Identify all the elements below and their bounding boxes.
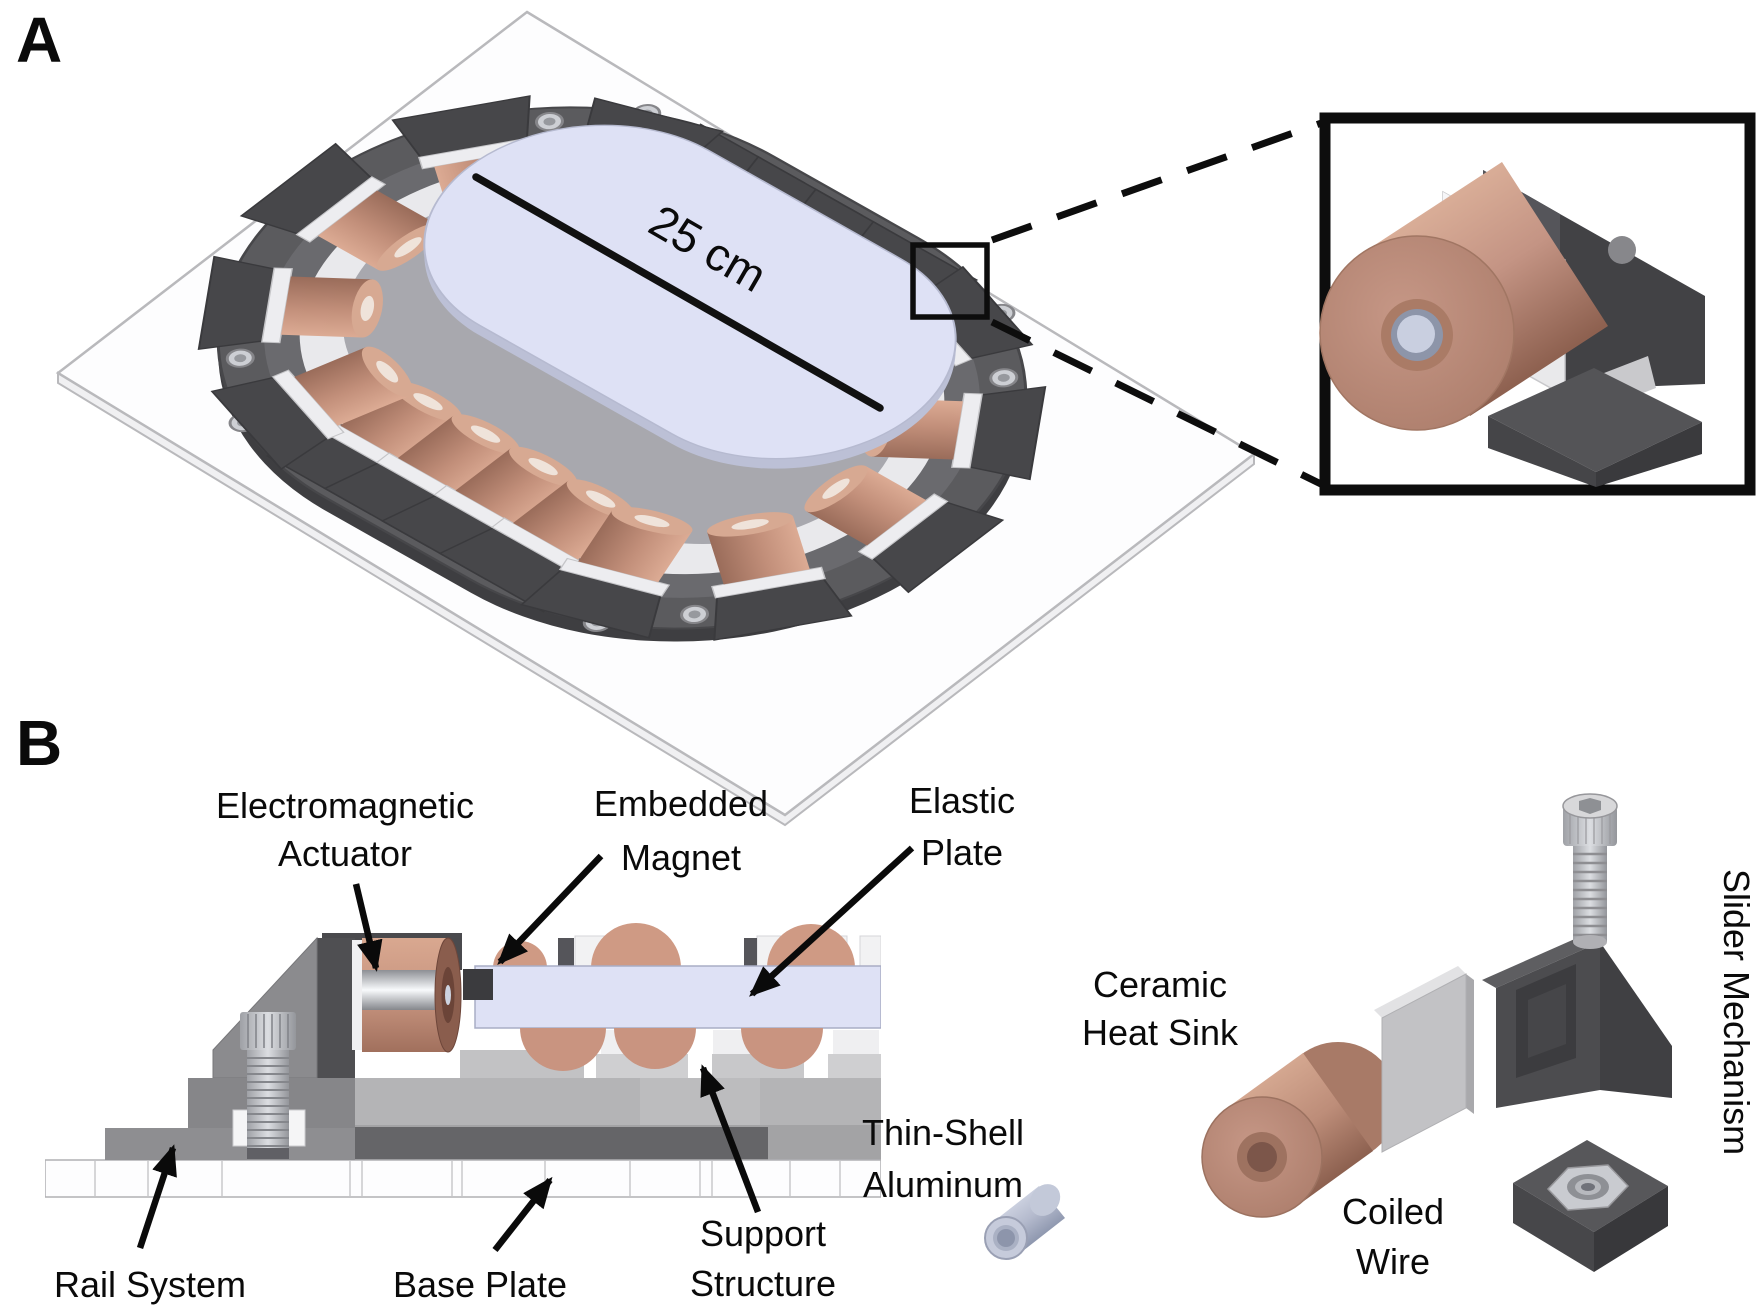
actuator-coil-hole xyxy=(470,425,501,443)
arrow-embedded-magnet xyxy=(497,853,604,965)
actuator-unit xyxy=(239,142,440,271)
actuator-coil-hole xyxy=(634,515,670,528)
near-coil xyxy=(741,1028,823,1069)
far-coil xyxy=(767,924,855,968)
coiled-wire-part xyxy=(1201,1042,1398,1218)
label-embedded-magnet-2: Magnet xyxy=(621,837,741,878)
actuator-coil-hole xyxy=(731,519,769,530)
actuator-coil-hole xyxy=(360,295,375,322)
label-support-structure-1: Support xyxy=(700,1213,826,1254)
label-coiled-wire-2: Wire xyxy=(1356,1241,1430,1282)
ceramic-heat-sink-part xyxy=(1374,966,1474,1153)
label-coiled-wire-1: Coiled xyxy=(1342,1191,1444,1232)
ring-screw xyxy=(225,348,255,368)
actuator-unit xyxy=(520,507,693,639)
actuator-coil-hole xyxy=(585,490,616,508)
zoom-marker-square xyxy=(910,242,990,320)
side-embedded-magnet xyxy=(463,969,493,1000)
label-embedded-magnet-1: Embedded xyxy=(594,783,768,824)
slider-bracket-part xyxy=(1482,934,1672,1108)
label-electromagnetic-actuator-1: Electromagnetic xyxy=(216,785,474,826)
side-view-assembly xyxy=(45,923,881,1198)
side-actuator-core xyxy=(362,970,442,1010)
near-coil xyxy=(520,1028,606,1071)
arrow-electromagnetic-actuator xyxy=(352,883,383,972)
ring-screw xyxy=(680,604,710,625)
label-elastic-plate-1: Elastic xyxy=(909,780,1015,821)
panel-b: Electromagnetic Actuator Embedded Magnet… xyxy=(16,707,1757,1305)
exploded-view xyxy=(984,793,1672,1272)
thin-shell-aluminum-part xyxy=(984,1184,1065,1260)
zoom-connector-top xyxy=(990,117,1329,244)
label-thin-shell-aluminum-1: Thin-Shell xyxy=(862,1112,1024,1153)
actuator-coil-hole xyxy=(394,237,422,258)
actuator-backing-plate xyxy=(857,493,949,560)
actuator-coil-body xyxy=(317,190,438,270)
arrow-rail-system xyxy=(136,1144,177,1250)
near-coil xyxy=(614,1028,696,1069)
label-support-structure-2: Structure xyxy=(690,1263,836,1304)
actuator-unit xyxy=(210,346,413,471)
far-coil xyxy=(591,923,681,968)
nut-block-part xyxy=(1513,1140,1668,1272)
actuator-coil-hole xyxy=(376,360,399,383)
rail-bolt xyxy=(240,1012,296,1159)
label-electromagnetic-actuator-2: Actuator xyxy=(278,833,412,874)
arrow-support-structure xyxy=(699,1064,762,1214)
dimension-line xyxy=(472,173,884,412)
panel-a-letter: A xyxy=(16,4,62,76)
actuator-unit xyxy=(804,465,1005,594)
inset-detail xyxy=(1319,112,1756,496)
ring-screw xyxy=(989,368,1019,388)
label-thin-shell-aluminum-2: Aluminum xyxy=(863,1164,1023,1205)
arrow-elastic-plate xyxy=(749,845,915,997)
label-slider-mechanism: Slider Mechanism xyxy=(1716,869,1757,1155)
rail-base xyxy=(105,1128,355,1160)
actuator-coil-hole xyxy=(413,393,443,411)
screw-part xyxy=(1562,793,1618,949)
label-rail-system: Rail System xyxy=(54,1264,246,1305)
actuator-backing-plate xyxy=(711,566,826,599)
ring-screw xyxy=(534,111,564,132)
side-elastic-plate xyxy=(474,965,881,1029)
actuator-unit xyxy=(197,255,383,351)
label-base-plate: Base Plate xyxy=(393,1264,567,1305)
panel-b-letter: B xyxy=(16,707,62,779)
zoom-connector-bottom xyxy=(990,318,1329,491)
label-elastic-plate-2: Plate xyxy=(921,832,1003,873)
actuator-coil-hole xyxy=(822,478,850,499)
actuator-unit xyxy=(707,512,853,641)
actuator-coil-body xyxy=(806,466,927,546)
label-ceramic-heat-sink-1: Ceramic xyxy=(1093,964,1227,1005)
panel-a: 25 cm xyxy=(16,4,1756,827)
labels: Electromagnetic Actuator Embedded Magnet… xyxy=(54,780,1757,1305)
actuator-coil-hole xyxy=(528,458,558,476)
actuator-coil-body xyxy=(281,276,373,338)
label-ceramic-heat-sink-2: Heat Sink xyxy=(1082,1012,1239,1053)
arrow-base-plate xyxy=(492,1176,553,1253)
inset-actuator xyxy=(1319,162,1705,487)
